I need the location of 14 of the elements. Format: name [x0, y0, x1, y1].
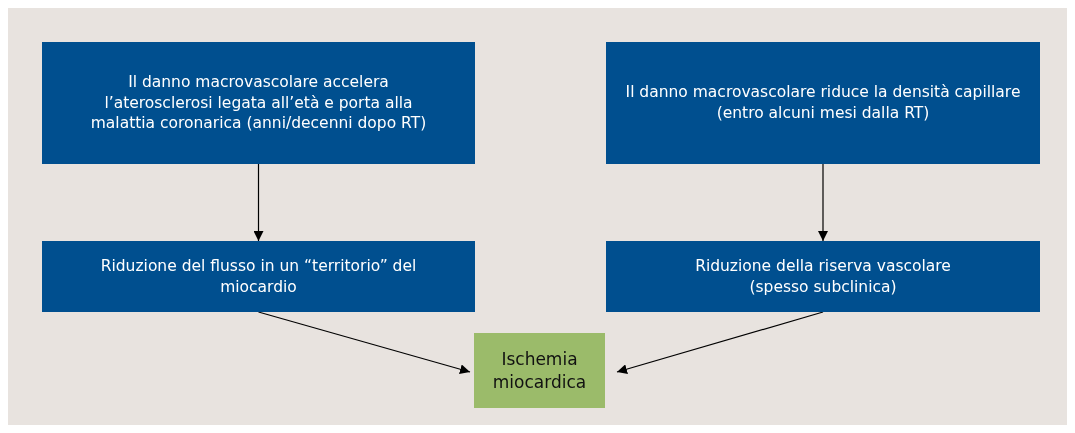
- arrow: [253, 163, 264, 242]
- outcome-box: [474, 333, 605, 408]
- arrow: [818, 163, 828, 242]
- arrow: [257, 311, 471, 375]
- process-box: [606, 42, 1040, 164]
- box-text: Riduzione della riserva vascolare (spesso subclinica): [694, 255, 952, 298]
- process-box: [42, 241, 475, 312]
- process-box: [42, 42, 475, 164]
- box-text: Il danno macrovascolare riduce la densità capillare (entro alcuni mesi dalla RT): [624, 82, 1022, 124]
- box-text: Ischemia miocardica: [491, 347, 588, 394]
- arrow: [616, 311, 824, 374]
- box-text: Il danno macrovascolare accelera l’aterosclerosi legata all’età e porta alla malattia coronarica (anni/decenni dopo RT): [89, 71, 428, 135]
- box-text: Riduzione del flusso in un “territorio” del miocardio: [100, 255, 417, 298]
- process-box: [606, 241, 1040, 312]
